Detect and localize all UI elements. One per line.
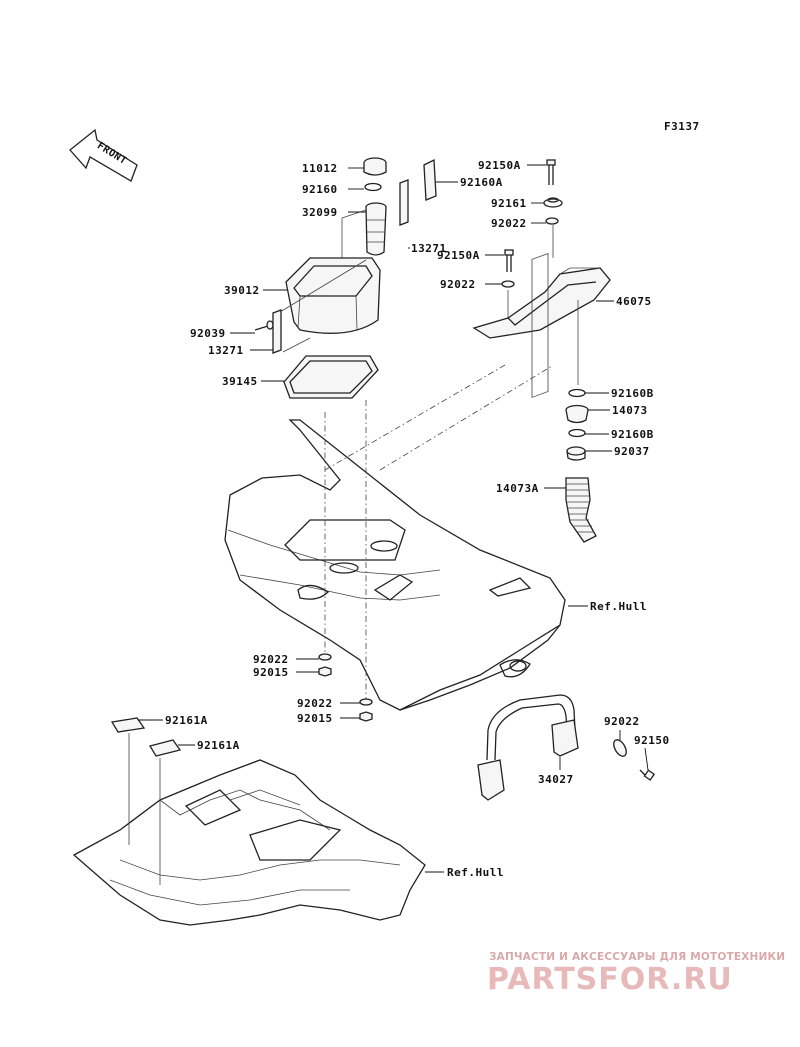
label-92015-1: 92015	[253, 666, 289, 679]
label-92150A-1: 92150A	[478, 159, 521, 172]
nut-92015-1	[318, 666, 332, 677]
label-92150: 92150	[634, 734, 670, 747]
decal-92161A-2	[148, 739, 182, 757]
decal-92161A-1	[110, 717, 146, 733]
label-46075: 46075	[616, 295, 652, 308]
bracket-13271-b	[272, 309, 282, 354]
front-arrow-icon: FRONT	[69, 128, 138, 182]
hose-14073A	[565, 477, 597, 543]
label-92015-2: 92015	[297, 712, 333, 725]
label-32099: 32099	[302, 206, 338, 219]
washer-92022-2	[501, 280, 515, 288]
plug-14073	[565, 404, 589, 424]
bolt-92150	[639, 769, 656, 781]
bracket-13271-a	[399, 179, 409, 226]
label-92022-1: 92022	[491, 217, 527, 230]
label-92022-5: 92022	[604, 715, 640, 728]
label-92160: 92160	[302, 183, 338, 196]
nut-92015-2	[359, 711, 373, 722]
label-92161A-2: 92161A	[197, 739, 240, 752]
label-92160A: 92160A	[460, 176, 503, 189]
clamp-92037	[566, 446, 586, 461]
label-refhull-1: Ref.Hull	[590, 600, 647, 613]
label-14073: 14073	[612, 404, 648, 417]
bolt-92039	[254, 320, 274, 331]
washer-92022-5	[613, 739, 627, 757]
hull-deck	[224, 419, 566, 711]
handle-46075	[472, 267, 611, 339]
washer-92022-1	[545, 217, 559, 225]
ring-92160B-2	[568, 428, 586, 438]
hull-lower	[72, 759, 426, 926]
bolt-92150A-1	[546, 159, 556, 185]
bolt-92150A-2	[504, 249, 514, 272]
label-92022-4: 92022	[297, 697, 333, 710]
filler-32099	[365, 202, 387, 256]
storage-box-39012	[285, 257, 381, 334]
label-11012: 11012	[302, 162, 338, 175]
diagram-code: F3137	[664, 120, 700, 133]
label-92039: 92039	[190, 327, 226, 340]
guide-panel	[531, 252, 549, 398]
guide-lines	[128, 209, 579, 885]
watermark-tagline: ЗАПЧАСТИ И АКСЕССУАРЫ ДЛЯ МОТОТЕХНИКИ	[489, 951, 786, 963]
pad-92160A	[423, 158, 437, 201]
label-13271-b: 13271	[208, 344, 244, 357]
gasket-39145	[283, 355, 379, 399]
label-refhull-2: Ref.Hull	[447, 866, 504, 879]
cap-11012	[363, 157, 387, 176]
leader-lines	[138, 164, 649, 873]
label-14073A: 14073A	[496, 482, 539, 495]
label-92022-3: 92022	[253, 653, 289, 666]
gasket-92160	[364, 182, 382, 192]
label-92161A-1: 92161A	[165, 714, 208, 727]
label-92160B-2: 92160B	[611, 428, 654, 441]
grab-handle-34027	[477, 694, 579, 801]
label-34027: 34027	[538, 773, 574, 786]
watermark-brand: PARTSFOR.RU	[487, 962, 733, 997]
washer-92022-3	[318, 653, 332, 661]
ring-92160B-1	[568, 388, 586, 398]
label-92161: 92161	[491, 197, 527, 210]
label-39012: 39012	[224, 284, 260, 297]
label-92037: 92037	[614, 445, 650, 458]
label-39145: 39145	[222, 375, 258, 388]
cap-92161	[543, 197, 563, 208]
label-92150A-2: 92150A	[437, 249, 480, 262]
label-92160B-1: 92160B	[611, 387, 654, 400]
label-92022-2: 92022	[440, 278, 476, 291]
label-13271-a: 13271	[411, 242, 447, 255]
